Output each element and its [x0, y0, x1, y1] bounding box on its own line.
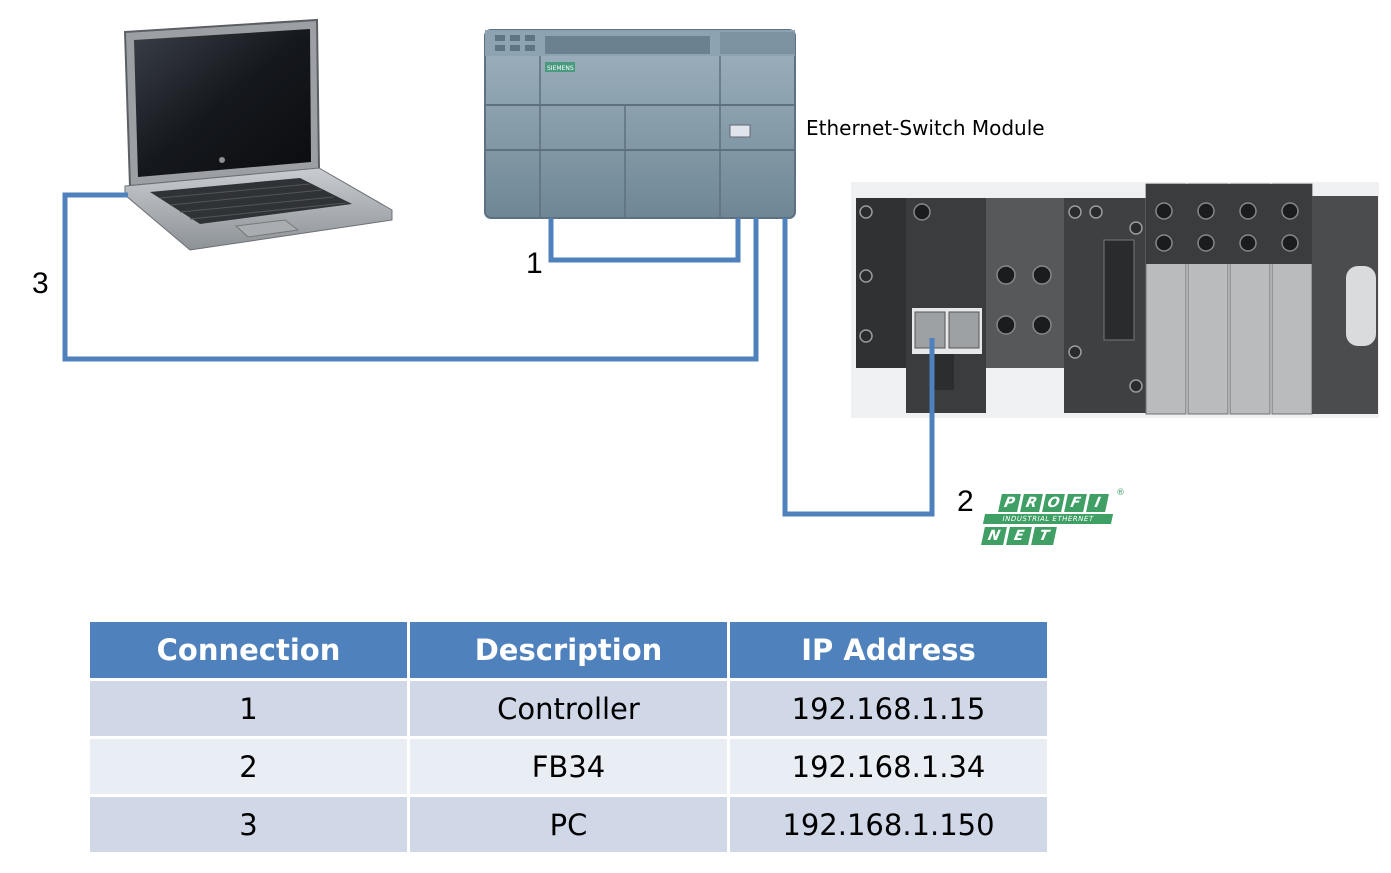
- cell-description: PC: [408, 795, 730, 855]
- cell-description: Controller: [408, 679, 730, 739]
- cell-ip-address: 192.168.1.34: [728, 737, 1047, 797]
- plc-controller-icon: SIEMENS: [484, 29, 796, 219]
- profinet-letter: O: [1042, 494, 1065, 512]
- profinet-registered-mark: ®: [1116, 488, 1125, 498]
- cell-ip-address: 192.168.1.150: [728, 795, 1047, 855]
- connection-3-label: 3: [32, 267, 49, 300]
- network-diagram: SIEMENS: [62, 18, 1379, 517]
- cable-connection-2: [782, 218, 935, 517]
- table-row: 1 Controller 192.168.1.15: [90, 679, 1047, 739]
- profinet-letter: P: [998, 494, 1021, 512]
- connection-2-label: 2: [957, 485, 974, 518]
- header-description: Description: [408, 622, 730, 681]
- cell-connection: 3: [90, 795, 410, 855]
- ip-address-table: Connection Description IP Address 1 Cont…: [90, 622, 1047, 855]
- laptop-icon: [123, 18, 393, 251]
- table-row: 2 FB34 192.168.1.34: [90, 737, 1047, 797]
- cell-connection: 2: [90, 737, 410, 797]
- header-connection: Connection: [90, 622, 410, 681]
- profinet-letter: I: [1086, 494, 1109, 512]
- cable-connection-3: [62, 192, 759, 362]
- profinet-letter: N: [981, 527, 1007, 545]
- cell-connection: 1: [90, 679, 410, 739]
- profinet-subtitle: INDUSTRIAL ETHERNET: [982, 514, 1114, 524]
- ethernet-switch-module-label: Ethernet-Switch Module: [806, 116, 1045, 140]
- connection-1-label: 1: [526, 247, 543, 280]
- profinet-letter: R: [1020, 494, 1043, 512]
- plc-brand-text: SIEMENS: [547, 65, 574, 72]
- profinet-letter: F: [1064, 494, 1087, 512]
- table-header-row: Connection Description IP Address: [90, 622, 1047, 681]
- cell-ip-address: 192.168.1.15: [728, 679, 1047, 739]
- profinet-letter: E: [1006, 527, 1032, 545]
- cable-connection-1: [548, 218, 741, 263]
- table-row: 3 PC 192.168.1.150: [90, 795, 1047, 855]
- profinet-letter: T: [1031, 527, 1057, 545]
- valve-terminal-icon: [851, 182, 1379, 418]
- cell-description: FB34: [408, 737, 730, 797]
- header-ip-address: IP Address: [728, 622, 1047, 681]
